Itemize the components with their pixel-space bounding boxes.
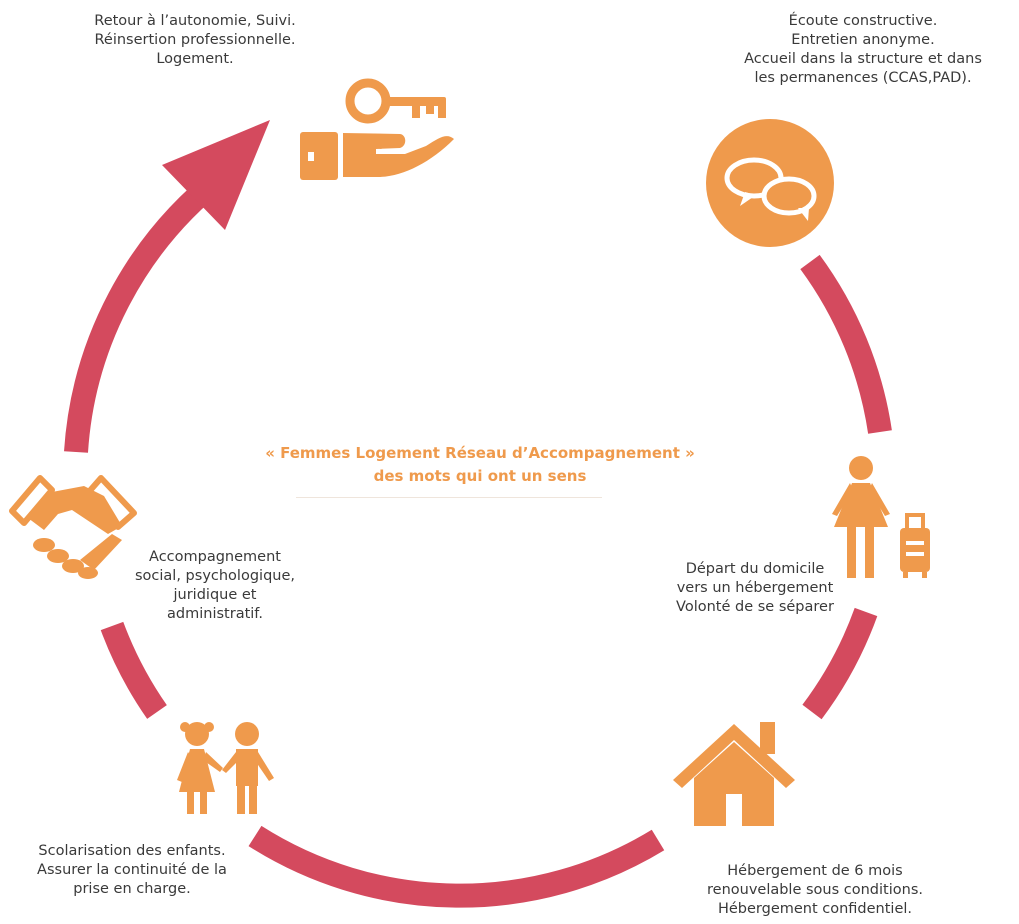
step-depart-line: Départ du domicile <box>685 561 825 577</box>
arc-hebergement-to-scolarisation <box>248 825 665 908</box>
house-icon <box>673 722 795 826</box>
center-divider <box>296 497 602 498</box>
step-accompagnement-line: juridique et <box>173 587 257 603</box>
center-title-line1: « Femmes Logement Réseau d’Accompagnemen… <box>265 444 695 462</box>
step-accompagnement-line: Accompagnement <box>149 549 281 565</box>
step-ecoute-line: Écoute constructive. <box>788 13 938 29</box>
center-title: « Femmes Logement Réseau d’Accompagnemen… <box>200 442 760 488</box>
step-depart-line: Volonté de se séparer <box>676 599 834 615</box>
step-autonomie-line: Retour à l’autonomie, Suivi. <box>94 13 296 29</box>
step-autonomie-label: Retour à l’autonomie, Suivi. Réinsertion… <box>70 12 320 69</box>
arc-ecoute-to-depart <box>800 254 892 434</box>
step-depart-label: Départ du domicile vers un hébergement V… <box>655 560 855 617</box>
step-ecoute-line: les permanences (CCAS,PAD). <box>754 70 972 86</box>
handshake-icon <box>9 475 137 579</box>
speech-bubbles-icon <box>706 119 834 247</box>
step-autonomie-line: Réinsertion professionnelle. <box>94 32 296 48</box>
cycle-arrowhead <box>162 120 270 230</box>
step-accompagnement-label: Accompagnement social, psychologique, ju… <box>110 548 320 624</box>
step-accompagnement-line: social, psychologique, <box>135 568 295 584</box>
key-hand-icon <box>300 78 454 180</box>
step-ecoute-label: Écoute constructive. Entretien anonyme. … <box>708 12 1018 88</box>
center-title-line2: des mots qui ont un sens <box>373 467 587 485</box>
step-depart-line: vers un hébergement <box>676 580 834 596</box>
step-ecoute-line: Accueil dans la structure et dans <box>744 51 982 67</box>
children-icon <box>177 722 274 814</box>
step-hebergement-line: renouvelable sous conditions. <box>707 882 923 898</box>
step-hebergement-line: Hébergement de 6 mois <box>727 863 903 879</box>
step-scolarisation-line: Assurer la continuité de la <box>37 862 227 878</box>
step-scolarisation-line: prise en charge. <box>73 881 191 897</box>
step-hebergement-label: Hébergement de 6 mois renouvelable sous … <box>680 862 950 919</box>
step-scolarisation-line: Scolarisation des enfants. <box>38 843 226 859</box>
step-scolarisation-label: Scolarisation des enfants. Assurer la co… <box>12 842 252 899</box>
arc-accompagnement-to-autonomie <box>64 166 230 453</box>
arc-scolarisation-to-accompagnement <box>100 621 167 719</box>
woman-suitcase-icon <box>832 456 930 578</box>
step-ecoute-line: Entretien anonyme. <box>791 32 935 48</box>
step-hebergement-line: Hébergement confidentiel. <box>717 901 913 917</box>
arc-depart-to-hebergement <box>802 607 878 720</box>
step-autonomie-line: Logement. <box>156 51 234 67</box>
step-accompagnement-line: administratif. <box>167 606 263 622</box>
